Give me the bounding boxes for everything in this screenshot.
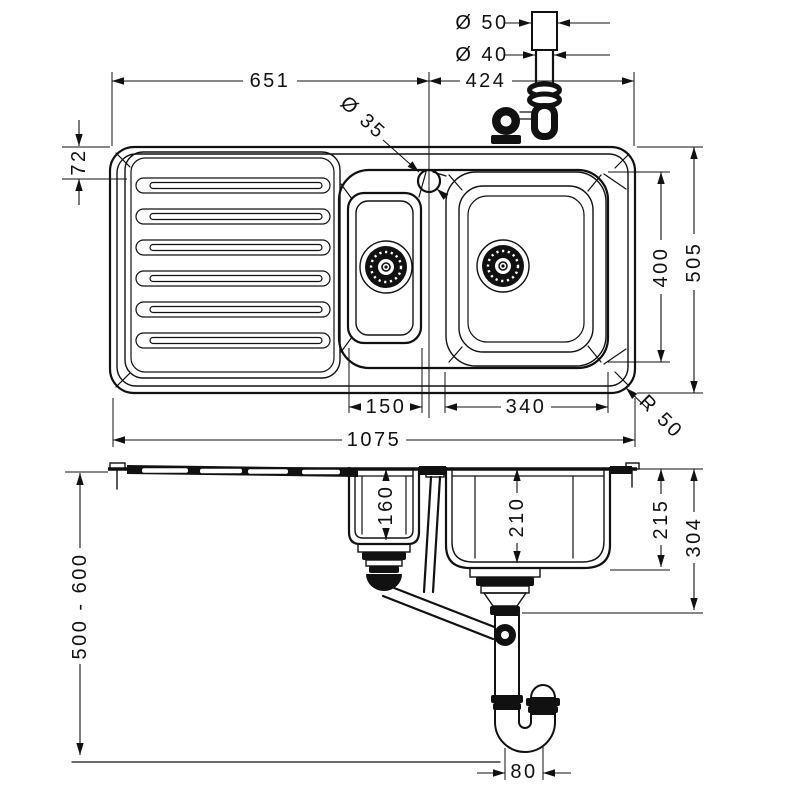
- dim-80-label: 80: [510, 761, 537, 783]
- overflow-elbow-base: [491, 135, 521, 144]
- tap-hole: [416, 168, 442, 194]
- trap-outlet-cap: [529, 684, 557, 699]
- dim-340-label: 340: [506, 396, 547, 418]
- large-bowl-inner: [458, 185, 594, 353]
- crease-lines: [115, 152, 630, 388]
- dim-r50-label: R 50: [635, 391, 688, 444]
- large-bowl-strainer: [476, 239, 530, 293]
- drainer-ribs: [135, 177, 331, 349]
- dim-dia35-label: Ø 35: [336, 92, 390, 144]
- dim-505-label: 505: [683, 242, 705, 283]
- waste-pipes: [381, 468, 499, 641]
- trap-u-bend: [494, 700, 556, 753]
- dim-72-label: 72: [68, 148, 90, 175]
- small-bowl: [346, 191, 423, 345]
- bowl-depression-outline: [337, 168, 610, 370]
- dim-424-label: 424: [466, 70, 507, 92]
- diagonal-waste-pipe: [381, 584, 499, 641]
- dim-651-label: 651: [250, 70, 291, 92]
- small-bowl-strainer: [359, 240, 413, 294]
- dim-dia40-label: Ø 40: [455, 44, 508, 66]
- section-view: [71, 462, 640, 763]
- sink-rim-inner-edge: [116, 153, 629, 387]
- dim-150-label: 150: [366, 396, 407, 418]
- small-bowl-inner: [355, 200, 414, 336]
- overflow-standpipe: [422, 475, 442, 594]
- sink-outer-edge: [108, 145, 637, 395]
- bowl-interior-lines: [354, 475, 605, 559]
- right-rim-band: [610, 466, 632, 474]
- dimensions: 651 424 Ø 50 Ø 40 Ø 35 72 400 505 R 50 1…: [68, 12, 705, 783]
- large-bowl-rim: [445, 171, 607, 367]
- divider-section-band: [419, 466, 446, 475]
- large-bowl: [445, 171, 607, 367]
- drainer-panel: [124, 151, 341, 379]
- drainer-section-band: [127, 465, 358, 477]
- dim-400-label: 400: [650, 247, 672, 288]
- trap-assembly: [469, 567, 560, 753]
- dim-304-label: 304: [683, 517, 705, 558]
- dim-215-label: 215: [650, 499, 672, 540]
- large-bowl-floor: [467, 195, 585, 343]
- overflow-pipe-assembly: [491, 11, 562, 144]
- small-bowl-outer: [346, 191, 423, 345]
- dim-160-label: 160: [375, 485, 397, 526]
- dim-210-label: 210: [506, 497, 528, 538]
- top-view: [108, 145, 637, 395]
- small-drain-dome: [366, 574, 402, 591]
- dim-dia50-label: Ø 50: [455, 12, 508, 34]
- small-bowl-drain: [357, 543, 411, 591]
- overflow-inlet: [425, 468, 445, 478]
- dim-1075-label: 1075: [347, 429, 402, 451]
- overflow-pipe-top: [531, 11, 558, 51]
- dim-500-600-label: 500 - 600: [69, 552, 91, 659]
- large-bowl-section: [444, 466, 612, 570]
- drainer-outline-inner: [130, 157, 335, 373]
